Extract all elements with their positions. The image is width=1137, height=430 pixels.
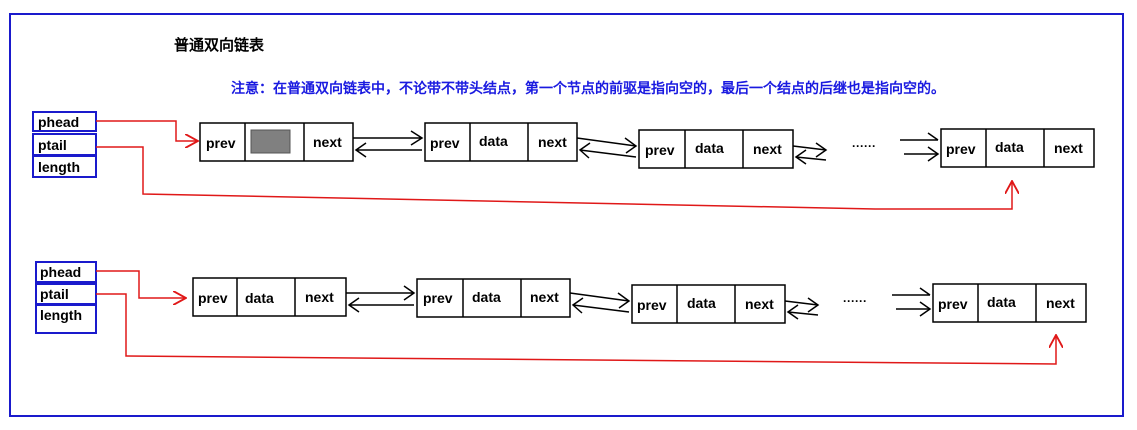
node-field-next: next	[753, 141, 782, 157]
head-field-phead: phead	[40, 264, 81, 280]
node-field-prev: prev	[645, 142, 675, 158]
node-field-data: data	[245, 290, 274, 306]
node-field-prev: prev	[198, 290, 228, 306]
list-node: prev data next	[638, 129, 794, 169]
node-field-data: data	[472, 289, 501, 305]
head-field-length: length	[38, 159, 80, 175]
ellipsis: ······	[843, 294, 867, 308]
list-node: prev data next	[192, 277, 347, 317]
list-node: prev next	[199, 122, 354, 162]
red-pointers	[96, 120, 1012, 210]
node-field-prev: prev	[206, 135, 236, 151]
node-field-data: data	[479, 133, 508, 149]
node-field-next: next	[313, 134, 342, 150]
list-node: prev data next	[416, 278, 571, 318]
list-node: prev data next	[940, 128, 1095, 168]
list-head-struct: phead ptail length	[32, 111, 97, 178]
phead-pointer	[96, 270, 186, 298]
list-node: prev data next	[424, 122, 578, 162]
ellipsis: ······	[852, 139, 876, 153]
diagram-note: 注意：在普通双向链表中，不论带不带头结点，第一个节点的前驱是指向空的，最后一个结…	[231, 80, 945, 96]
node-field-next: next	[1046, 295, 1075, 311]
diagram-with-head-node: phead ptail length prev next prev data n…	[32, 111, 1095, 210]
node-field-next: next	[538, 134, 567, 150]
node-field-data: data	[695, 140, 724, 156]
node-field-next: next	[305, 289, 334, 305]
diagram-without-head-node: phead ptail length prev data next prev d…	[35, 261, 1087, 365]
head-node-data-placeholder	[250, 129, 291, 154]
list-head-struct: phead ptail length	[35, 261, 97, 334]
phead-pointer	[96, 120, 198, 141]
head-field-length: length	[40, 307, 82, 323]
node-field-prev: prev	[637, 297, 667, 313]
ptail-pointer	[96, 146, 1012, 210]
red-pointers	[96, 270, 1056, 365]
outer-frame	[9, 13, 1124, 417]
node-field-next: next	[530, 289, 559, 305]
head-field-box-phead	[35, 261, 97, 283]
ptail-pointer	[96, 293, 1056, 365]
node-field-prev: prev	[938, 296, 968, 312]
head-field-box-length	[32, 155, 97, 178]
head-field-ptail: ptail	[40, 286, 69, 302]
head-field-ptail: ptail	[38, 137, 67, 153]
node-field-prev: prev	[423, 290, 453, 306]
node-field-data: data	[987, 294, 1016, 310]
node-field-prev: prev	[946, 141, 976, 157]
link-arrows	[346, 285, 932, 320]
node-field-data: data	[687, 295, 716, 311]
node-field-next: next	[1054, 140, 1083, 156]
list-node: prev data next	[631, 284, 786, 324]
head-field-box-length	[35, 304, 97, 334]
diagram-title: 普通双向链表	[174, 36, 265, 54]
link-arrows	[353, 130, 940, 165]
node-field-next: next	[745, 296, 774, 312]
node-field-data: data	[995, 139, 1024, 155]
head-field-phead: phead	[38, 114, 79, 130]
node-field-prev: prev	[430, 135, 460, 151]
list-node: prev data next	[932, 283, 1087, 323]
